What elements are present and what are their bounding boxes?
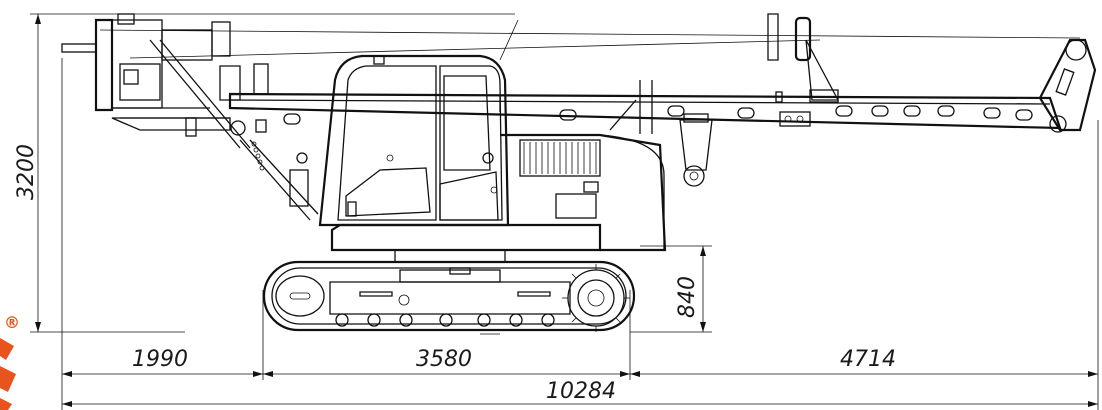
registered-mark: ®	[4, 313, 20, 332]
dim-overall-length: 10284	[546, 379, 616, 404]
hydraulic-hose	[251, 141, 265, 171]
crawler-track	[262, 260, 636, 335]
rear-drill-head	[61, 13, 319, 221]
track-rollers	[335, 313, 555, 327]
dim-rear-overhang: 1990	[132, 347, 188, 372]
engine-grille	[519, 139, 601, 177]
mast-holes	[283, 105, 1033, 127]
dim-track-length: 3580	[416, 347, 472, 372]
mast-boom	[99, 13, 1097, 187]
dimension-lines	[30, 13, 1099, 410]
brand-logo: ®	[0, 313, 20, 410]
logo-shape	[0, 338, 16, 410]
operator-cab	[318, 54, 510, 227]
a-frame-pulley	[767, 13, 840, 103]
upper-carriage	[318, 54, 667, 263]
dim-height-total: 3200	[14, 144, 39, 200]
sprocket-teeth	[562, 264, 630, 332]
hook-block	[679, 113, 713, 187]
boom-tip	[1038, 38, 1097, 133]
dim-track-height: 840	[675, 276, 700, 318]
dim-front-overhang: 4714	[840, 347, 896, 372]
